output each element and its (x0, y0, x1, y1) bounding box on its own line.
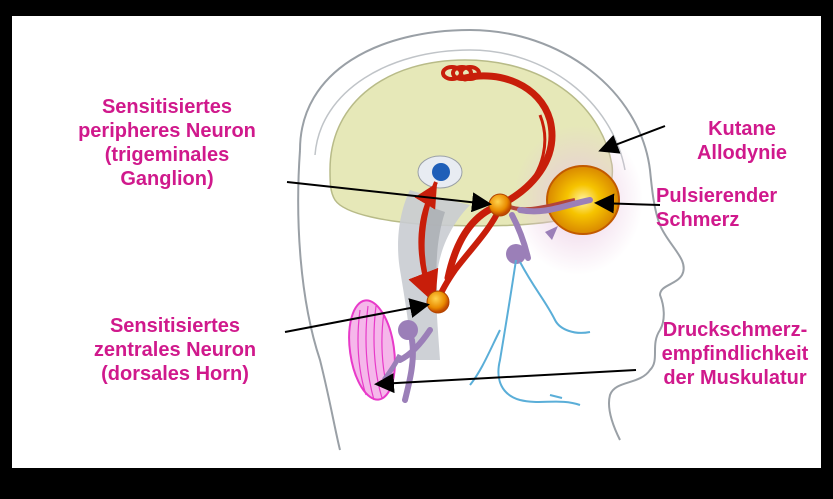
label-line: (trigeminales (62, 143, 272, 167)
neck-muscle (343, 297, 400, 402)
label-line: Druckschmerz- (640, 318, 830, 342)
label-line: Sensitisiertes (70, 314, 280, 338)
dorsal-horn-nucleus (398, 320, 418, 340)
label-line: empfindlichkeit (640, 342, 830, 366)
label-line: Allodynie (672, 141, 812, 165)
label-central-neuron: Sensitisiertes zentrales Neuron (dorsale… (70, 314, 280, 386)
label-line: Ganglion) (62, 167, 272, 191)
label-line: der Muskulatur (640, 366, 830, 390)
label-line: peripheres Neuron (62, 119, 272, 143)
label-line: Pulsierender (656, 184, 826, 208)
label-muscle-tenderness: Druckschmerz- empfindlichkeit der Muskul… (640, 318, 830, 390)
label-line: (dorsales Horn) (70, 362, 280, 386)
label-pulsing-pain: Pulsierender Schmerz (656, 184, 826, 232)
pointer-muscle (378, 370, 636, 384)
peripheral-neuron (489, 194, 511, 216)
label-peripheral-neuron: Sensitisiertes peripheres Neuron (trigem… (62, 95, 272, 191)
label-line: zentrales Neuron (70, 338, 280, 362)
thalamic-nucleus (432, 163, 450, 181)
cutaneous-nerve-branches (470, 260, 590, 405)
label-line: Schmerz (656, 208, 826, 232)
label-cutaneous-allodynia: Kutane Allodynie (672, 117, 812, 165)
label-line: Kutane (672, 117, 812, 141)
central-neuron (427, 291, 449, 313)
label-line: Sensitisiertes (62, 95, 272, 119)
